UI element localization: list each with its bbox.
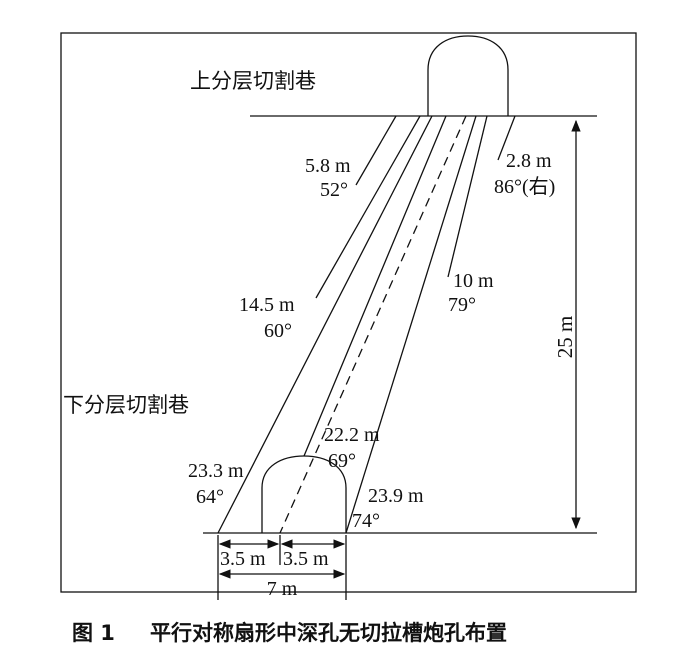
centre-line-dashed <box>279 115 467 534</box>
hole-line-52deg <box>355 115 397 186</box>
hole-length-label: 10 m <box>453 270 494 292</box>
total-width-label: 7 m <box>267 578 298 600</box>
lower-tunnel-label: 下分层切割巷 <box>63 393 189 417</box>
figure-caption: 平行对称扇形中深孔无切拉槽炮孔布置 <box>150 621 507 645</box>
upper-tunnel-outline <box>427 35 509 116</box>
hole-length-label: 23.9 m <box>368 485 424 507</box>
hole-line-74deg <box>345 115 477 534</box>
half-width-label-left: 3.5 m <box>220 548 266 570</box>
hole-length-label: 23.3 m <box>188 460 244 482</box>
hole-angle-label: 69° <box>328 450 356 472</box>
hole-line-79deg <box>447 115 488 278</box>
height-dimension-label: 25 m <box>553 316 577 359</box>
hole-angle-label: 86°(右) <box>494 175 555 198</box>
hole-line-86deg <box>497 115 516 161</box>
figure-number: 图 1 <box>72 621 115 645</box>
hole-length-label: 5.8 m <box>305 155 351 177</box>
hole-line-60deg <box>315 115 421 299</box>
half-width-label-right: 3.5 m <box>283 548 329 570</box>
hole-length-label: 14.5 m <box>239 294 295 316</box>
hole-angle-label: 64° <box>196 486 224 508</box>
figure-frame <box>60 32 637 593</box>
hole-line-69deg <box>303 115 447 457</box>
hole-angle-label: 60° <box>264 320 292 342</box>
hole-angle-label: 74° <box>352 510 380 532</box>
upper-tunnel-label: 上分层切割巷 <box>190 69 316 93</box>
hole-length-label: 22.2 m <box>324 424 380 446</box>
hole-line-64deg <box>217 115 433 534</box>
hole-angle-label: 52° <box>320 179 348 201</box>
hole-angle-label: 79° <box>448 294 476 316</box>
hole-length-label: 2.8 m <box>506 150 552 172</box>
